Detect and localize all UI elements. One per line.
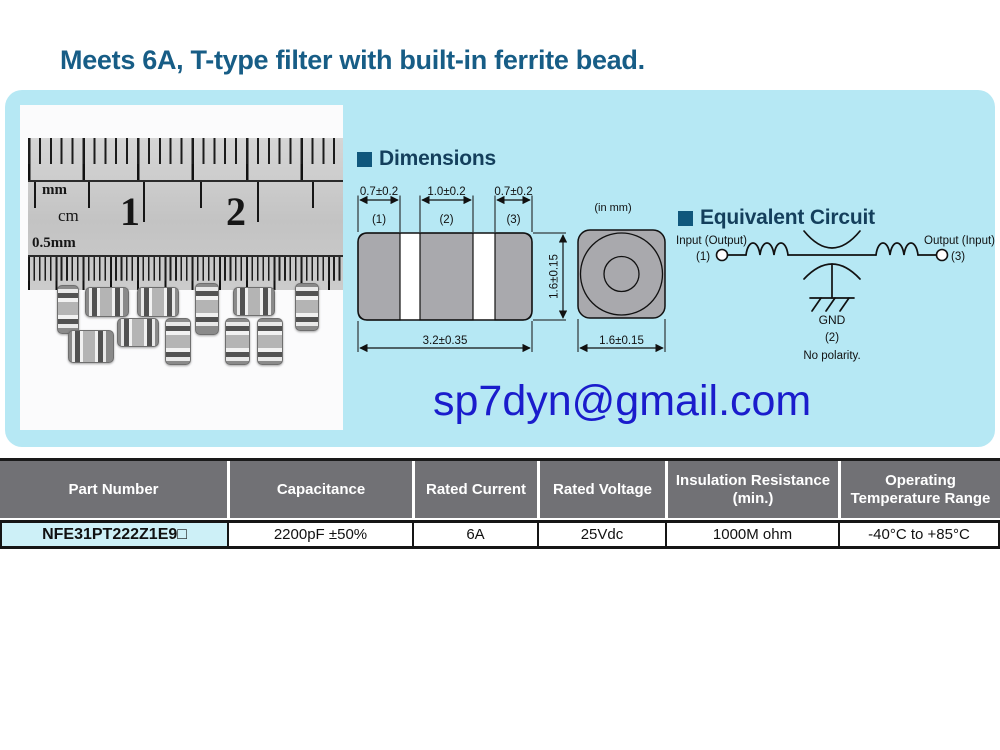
input-label: Input (Output) [676, 235, 747, 247]
end-view-body [577, 229, 666, 319]
smd-component [68, 330, 114, 363]
header-rated-current: Rated Current [412, 461, 537, 518]
table-separator [0, 518, 1000, 523]
square-bullet-icon [357, 151, 372, 167]
end-view-width-label: 1.6±0.15 [599, 335, 644, 347]
end-view-outer-circle [579, 232, 664, 316]
spec-table: Part Number Capacitance Rated Current Ra… [0, 458, 1000, 549]
header-capacitance: Capacitance [227, 461, 412, 518]
ruler: mm cm 1 2 0.5mm [28, 138, 343, 290]
smd-component [295, 283, 319, 331]
dimensions-drawing: 0.7±0.2 1.0±0.2 0.7±0.2 (1) (2) (3) 1.6±… [357, 186, 666, 353]
pin2-label: (2) [439, 214, 453, 226]
end-view-inner-circle [603, 255, 640, 293]
ruler-mm-scale [28, 138, 343, 182]
ruler-half-mm-label: 0.5mm [32, 235, 76, 251]
output-terminal [935, 248, 949, 262]
dimensions-heading: Dimensions [357, 147, 496, 171]
cell-capacitance: 2200pF ±50% [227, 523, 412, 546]
component-photo: mm cm 1 2 0.5mm [20, 105, 343, 430]
smd-component [137, 287, 179, 317]
cell-rated-voltage: 25Vdc [537, 523, 665, 546]
output-pin-label: (3) [951, 251, 965, 263]
email-text: sp7dyn@gmail.com [433, 377, 812, 425]
total-width-label: 3.2±0.35 [423, 335, 468, 347]
page-title: Meets 6A, T-type filter with built-in fe… [60, 45, 645, 75]
equivalent-circuit-heading: Equivalent Circuit [678, 206, 875, 230]
ruler-tick [88, 182, 90, 208]
smd-component [165, 318, 191, 365]
ruler-mm-label: mm [42, 182, 67, 198]
header-part-number: Part Number [68, 480, 159, 498]
capacitor-top-plate [803, 230, 861, 249]
smd-component [57, 285, 79, 334]
cell-insulation-resistance: 1000M ohm [665, 523, 838, 546]
table-top-border [0, 458, 1000, 461]
terminal-3 [494, 232, 533, 321]
header-insulation-resistance: Insulation Resistance (min.) [665, 461, 838, 518]
polarity-note: No polarity. [803, 350, 860, 362]
inductor-left [745, 242, 789, 256]
equivalent-circuit-drawing: Input (Output) (1) (3) Output (Input) GN… [676, 230, 995, 362]
seg1-width-label: 0.7±0.2 [360, 186, 398, 198]
cell-part-number: NFE31PT222Z1E9□ [2, 523, 227, 546]
input-pin-label: (1) [696, 251, 710, 263]
ruler-numeral-1: 1 [120, 189, 140, 234]
table-header-row: Part Number Capacitance Rated Current Ra… [0, 461, 1000, 518]
ruler-tick [34, 182, 36, 208]
smd-component [85, 287, 129, 317]
gnd-label: GND [819, 313, 846, 327]
smd-component [195, 283, 219, 335]
input-terminal [715, 248, 729, 262]
smd-component [257, 318, 283, 365]
equivalent-circuit-heading-label: Equivalent Circuit [700, 206, 875, 229]
ruler-cm-label: cm [58, 206, 79, 225]
inductor-right [875, 242, 919, 256]
pin1-label: (1) [372, 214, 386, 226]
header-operating-temperature: Operating Temperature Range [838, 461, 1000, 518]
ruler-tick [312, 182, 314, 208]
height-dim-label: 1.6±0.15 [549, 254, 561, 299]
cell-operating-temperature: -40°C to +85°C [838, 523, 998, 546]
smd-component [233, 287, 275, 316]
pin3-label: (3) [506, 214, 520, 226]
smd-component [117, 318, 159, 347]
ruler-tick [200, 182, 202, 208]
ruler-half-mm-scale [28, 255, 343, 290]
header-rated-voltage: Rated Voltage [537, 461, 665, 518]
seg2-width-label: 1.0±0.2 [427, 186, 465, 198]
seg3-width-label: 0.7±0.2 [494, 186, 532, 198]
square-bullet-icon [678, 210, 693, 226]
in-mm-note: (in mm) [594, 202, 631, 214]
terminal-1 [357, 232, 401, 321]
cell-rated-current: 6A [412, 523, 537, 546]
gnd-pin-label: (2) [825, 332, 839, 344]
output-label: Output (Input) [924, 235, 995, 247]
center-body [419, 232, 474, 321]
dimensions-heading-label: Dimensions [379, 147, 497, 170]
ruler-tick [143, 182, 145, 222]
smd-component [225, 318, 250, 365]
ruler-numeral-2: 2 [226, 189, 246, 234]
table-data-row: NFE31PT222Z1E9□ 2200pF ±50% 6A 25Vdc 100… [0, 523, 1000, 549]
ruler-tick [257, 182, 259, 222]
